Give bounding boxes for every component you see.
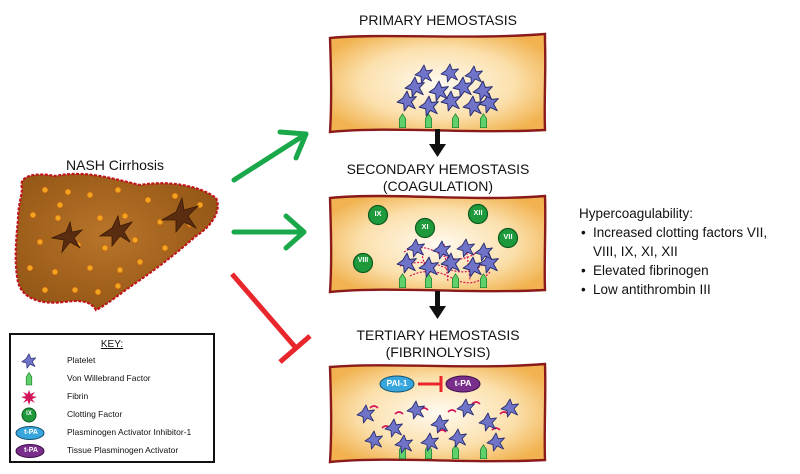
vwf-icon — [25, 372, 33, 386]
hypercoag-bullet-2: Elevated fibrinogen — [581, 261, 767, 280]
clotting-factor-icon-badge: IX — [26, 411, 32, 417]
key-label-vwf: Von Willebrand Factor — [67, 373, 151, 383]
clotting-factor-label-vii: VII — [503, 232, 513, 241]
liver-illustration — [14, 172, 219, 312]
clotting-factor-label-viii: VIII — [357, 257, 369, 264]
secondary-title-line1: SECONDARY HEMOSTASIS — [346, 161, 530, 177]
down-arrow-2 — [429, 291, 446, 319]
hypercoag-bullet-1-cont: VIII, IX, XI, XII — [593, 244, 678, 259]
key-legend: KEY: Platelet Von Willebrand Factor Fibr… — [9, 333, 215, 463]
tertiary-title-line2: (FIBRINOLYSIS) — [385, 344, 491, 360]
tpa-label: t-PA — [454, 378, 472, 388]
clotting-factor-label-xi: XI — [421, 222, 429, 231]
platelet-icon — [21, 353, 37, 369]
clotting-factor-label-ix: IX — [374, 209, 382, 218]
key-item-fibrin: Fibrin — [11, 389, 211, 405]
key-label-fibrin: Fibrin — [67, 391, 89, 401]
key-label-platelet: Platelet — [67, 355, 96, 365]
arrow-to-secondary — [231, 213, 307, 251]
pai1-icon-badge: t-PA — [24, 429, 38, 436]
fibrin-icon — [21, 390, 37, 405]
clotting-factor-icon — [21, 407, 37, 423]
key-item-vwf: Von Willebrand Factor — [11, 371, 211, 387]
tpa-icon — [15, 444, 45, 458]
tpa-icon-badge: t-PA — [24, 447, 38, 454]
secondary-vessel — [328, 194, 547, 294]
key-label-clotting-factor: Clotting Factor — [67, 409, 123, 419]
pai1-icon — [15, 426, 45, 440]
hypercoagulability-heading: Hypercoagulability: — [579, 206, 694, 221]
key-item-platelet: Platelet — [11, 353, 211, 369]
tertiary-title-line1: TERTIARY HEMOSTASIS — [356, 327, 520, 343]
liver-label: NASH Cirrhosis — [66, 157, 165, 173]
key-item-tpa: t-PA Tissue Plasminogen Activator — [11, 443, 211, 459]
secondary-title-line2: (COAGULATION) — [382, 178, 494, 194]
hypercoagulability-panel: Hypercoagulability: Increased clotting f… — [579, 204, 767, 299]
secondary-title: SECONDARY HEMOSTASIS (COAGULATION) — [314, 161, 562, 195]
key-label-pai1: Plasminogen Activator Inhibitor-1 — [67, 427, 192, 437]
pai1-label: PAI-1 — [386, 378, 408, 388]
tertiary-vessel — [328, 362, 547, 464]
key-label-tpa: Tissue Plasminogen Activator — [67, 445, 179, 455]
arrow-to-primary — [231, 129, 309, 183]
clotting-factor-circles — [352, 203, 519, 274]
key-item-clotting-factor: IX Clotting Factor — [11, 407, 211, 423]
tertiary-title: TERTIARY HEMOSTASIS (FIBRINOLYSIS) — [314, 327, 562, 361]
hypercoag-bullet-3: Low antithrombin III — [581, 280, 767, 299]
hypercoagulability-list: Increased clotting factors VII, VIII, IX… — [579, 223, 767, 299]
hypercoag-bullet-1: Increased clotting factors VII, — [581, 223, 767, 242]
primary-vessel — [328, 32, 547, 134]
key-title: KEY: — [100, 339, 124, 350]
inhibit-to-tertiary — [230, 272, 312, 364]
down-arrow-1 — [429, 129, 446, 157]
primary-title: PRIMARY HEMOSTASIS — [359, 12, 517, 28]
key-item-pai1: t-PA Plasminogen Activator Inhibitor-1 — [11, 425, 211, 441]
clotting-factor-label-xii: XII — [473, 208, 483, 217]
pai1-tpa-inhibition — [379, 375, 481, 393]
